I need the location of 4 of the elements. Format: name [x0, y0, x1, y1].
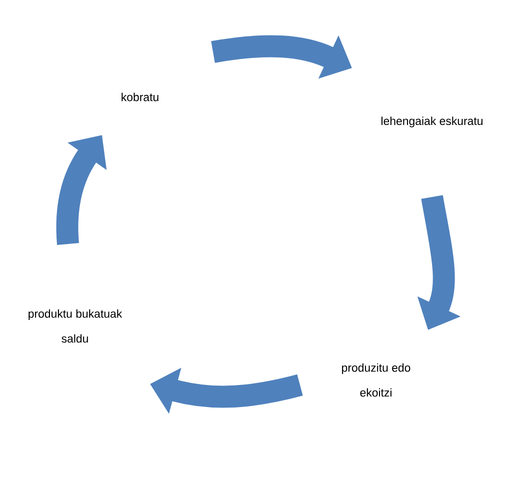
- step-label: kobratu: [122, 92, 158, 102]
- step-label: produzitu edo ekoitzi: [342, 363, 410, 397]
- step-label: produktu bukatuak saldu: [28, 309, 122, 343]
- step-label: lehengaiak eskuratu: [382, 116, 482, 128]
